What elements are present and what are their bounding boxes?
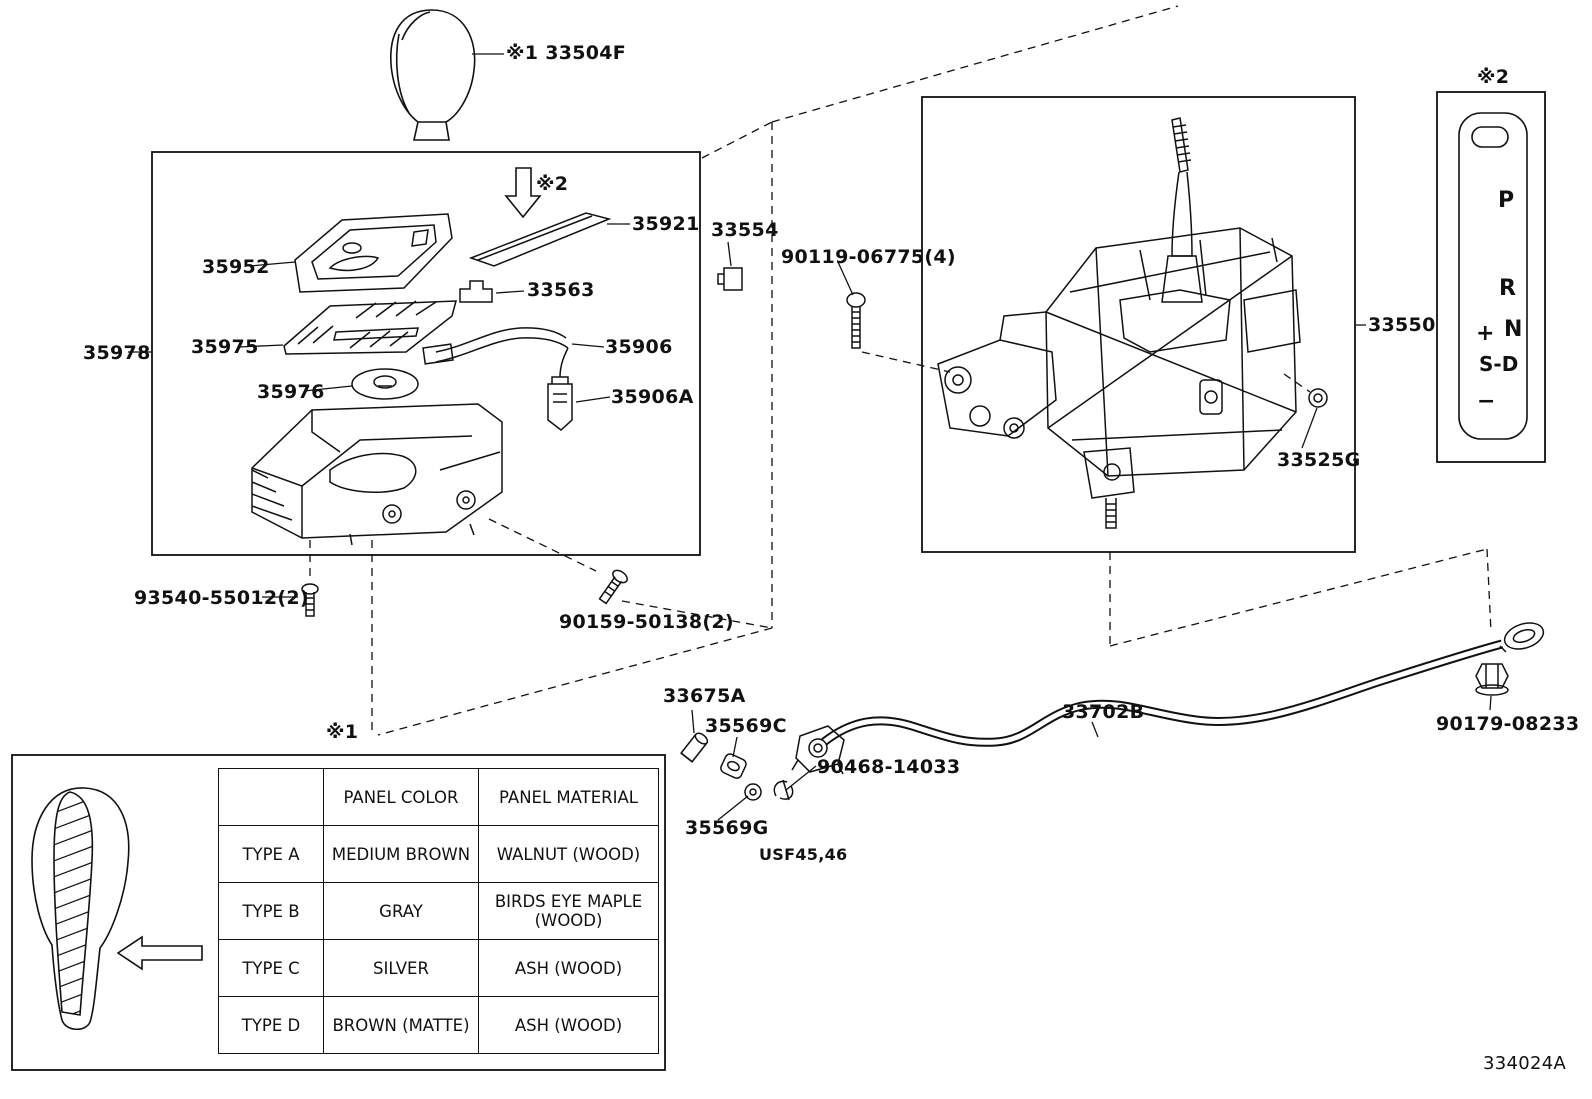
strip-35921-drawing bbox=[468, 212, 612, 267]
screw-90159-drawing bbox=[598, 569, 628, 605]
label-33525g: 33525G bbox=[1277, 449, 1361, 471]
nut-90179-drawing bbox=[1475, 663, 1509, 696]
label-33563: 33563 bbox=[527, 279, 595, 301]
table-header-material: PANEL MATERIAL bbox=[478, 768, 659, 826]
wire-35906-drawing bbox=[422, 327, 569, 365]
label-usf4546: USF45,46 bbox=[759, 845, 848, 864]
label-35976: 35976 bbox=[257, 381, 325, 403]
label-33550: 33550 bbox=[1368, 314, 1436, 336]
diagram-boxes bbox=[11, 91, 1546, 1071]
type-a-color-cell: MEDIUM BROWN bbox=[323, 825, 479, 883]
leader-lines bbox=[128, 53, 1492, 821]
type-b-material-cell: BIRDS EYE MAPLE (WOOD) bbox=[478, 882, 659, 940]
label-33554: 33554 bbox=[711, 219, 779, 241]
table-row-type-a: TYPE A MEDIUM BROWN WALNUT (WOOD) bbox=[218, 825, 659, 883]
indicator-gear-plus: + bbox=[1476, 321, 1495, 346]
disc-35976-drawing bbox=[351, 368, 419, 400]
label-35921: 35921 bbox=[632, 213, 700, 235]
indicator-gear-sd: S-D bbox=[1479, 352, 1519, 376]
table-row-type-c: TYPE C SILVER ASH (WOOD) bbox=[218, 939, 659, 997]
table-row-type-d: TYPE D BROWN (MATTE) ASH (WOOD) bbox=[218, 996, 659, 1054]
label-33702b: 33702B bbox=[1062, 701, 1145, 723]
left-arrow-icon bbox=[116, 935, 203, 971]
indicator-gear-n: N bbox=[1504, 317, 1523, 342]
type-b-color-cell: GRAY bbox=[323, 882, 479, 940]
label-90119: 90119-06775(4) bbox=[781, 246, 956, 268]
label-90179: 90179-08233 bbox=[1436, 713, 1580, 735]
down-arrow-icon bbox=[504, 167, 542, 219]
label-ref1-table: ※1 bbox=[326, 721, 359, 743]
table-header-blank bbox=[218, 768, 324, 826]
label-90159: 90159-50138(2) bbox=[559, 611, 734, 633]
type-c-cell: TYPE C bbox=[218, 939, 324, 997]
bolt-90119-drawing bbox=[846, 292, 866, 349]
indicator-gear-p: P bbox=[1498, 188, 1515, 213]
knob-bottom-drawing bbox=[31, 787, 130, 1031]
label-35906a: 35906A bbox=[611, 386, 694, 408]
bushing-35569c-drawing bbox=[720, 753, 747, 779]
type-c-color-cell: SILVER bbox=[323, 939, 479, 997]
label-ref2-arrow: ※2 bbox=[536, 173, 569, 195]
cable-33702b-drawing bbox=[791, 622, 1545, 775]
table-header-color: PANEL COLOR bbox=[323, 768, 479, 826]
label-93540: 93540-55012(2) bbox=[134, 587, 309, 609]
dashed-lines bbox=[309, 5, 1492, 736]
pin-33675a-drawing bbox=[680, 732, 709, 763]
clip-33554-drawing bbox=[717, 267, 743, 291]
indicator-outer-box bbox=[1436, 91, 1546, 463]
type-a-material-cell: WALNUT (WOOD) bbox=[478, 825, 659, 883]
type-a-cell: TYPE A bbox=[218, 825, 324, 883]
ring-33525g-drawing bbox=[1308, 388, 1328, 408]
clip-33563-drawing bbox=[459, 280, 493, 303]
screw-93540-drawing bbox=[301, 583, 319, 617]
type-d-material-cell: ASH (WOOD) bbox=[478, 996, 659, 1054]
label-90468: 90468-14033 bbox=[817, 756, 961, 778]
label-35569g: 35569G bbox=[685, 817, 769, 839]
housing-base-drawing bbox=[251, 403, 503, 546]
diagram-id: 334024A bbox=[1483, 1053, 1567, 1074]
table-row-type-b: TYPE B GRAY BIRDS EYE MAPLE (WOOD) bbox=[218, 882, 659, 940]
label-35975: 35975 bbox=[191, 336, 259, 358]
table-header-row: PANEL COLOR PANEL MATERIAL bbox=[218, 768, 659, 826]
label-35978: 35978 bbox=[83, 342, 151, 364]
label-35952: 35952 bbox=[202, 256, 270, 278]
type-d-cell: TYPE D bbox=[218, 996, 324, 1054]
connector-35906a-drawing bbox=[547, 347, 573, 431]
label-35906: 35906 bbox=[605, 336, 673, 358]
lever-assembly-drawing bbox=[937, 117, 1301, 529]
indicator-gear-minus: − bbox=[1477, 389, 1496, 414]
label-35569c: 35569C bbox=[705, 715, 787, 737]
type-d-color-cell: BROWN (MATTE) bbox=[323, 996, 479, 1054]
grommet-35569g-drawing bbox=[744, 783, 762, 801]
lever-assembly-box bbox=[921, 96, 1356, 553]
indicator-panel-drawing bbox=[1458, 112, 1528, 440]
type-c-material-cell: ASH (WOOD) bbox=[478, 939, 659, 997]
panel-type-table: PANEL COLOR PANEL MATERIAL TYPE A MEDIUM… bbox=[218, 768, 659, 1054]
panel-assembly-box bbox=[151, 151, 701, 556]
shift-knob-top-drawing bbox=[390, 9, 476, 141]
label-ref2-panel: ※2 bbox=[1477, 66, 1510, 88]
indicator-gear-r: R bbox=[1499, 276, 1516, 301]
bezel-35952-drawing bbox=[294, 213, 453, 293]
label-33504f: ※1 33504F bbox=[506, 42, 627, 64]
knob-table-box bbox=[11, 754, 666, 1071]
type-b-cell: TYPE B bbox=[218, 882, 324, 940]
plate-35975-drawing bbox=[283, 300, 457, 355]
clip-90468-drawing bbox=[773, 779, 794, 801]
label-33675a: 33675A bbox=[663, 685, 746, 707]
